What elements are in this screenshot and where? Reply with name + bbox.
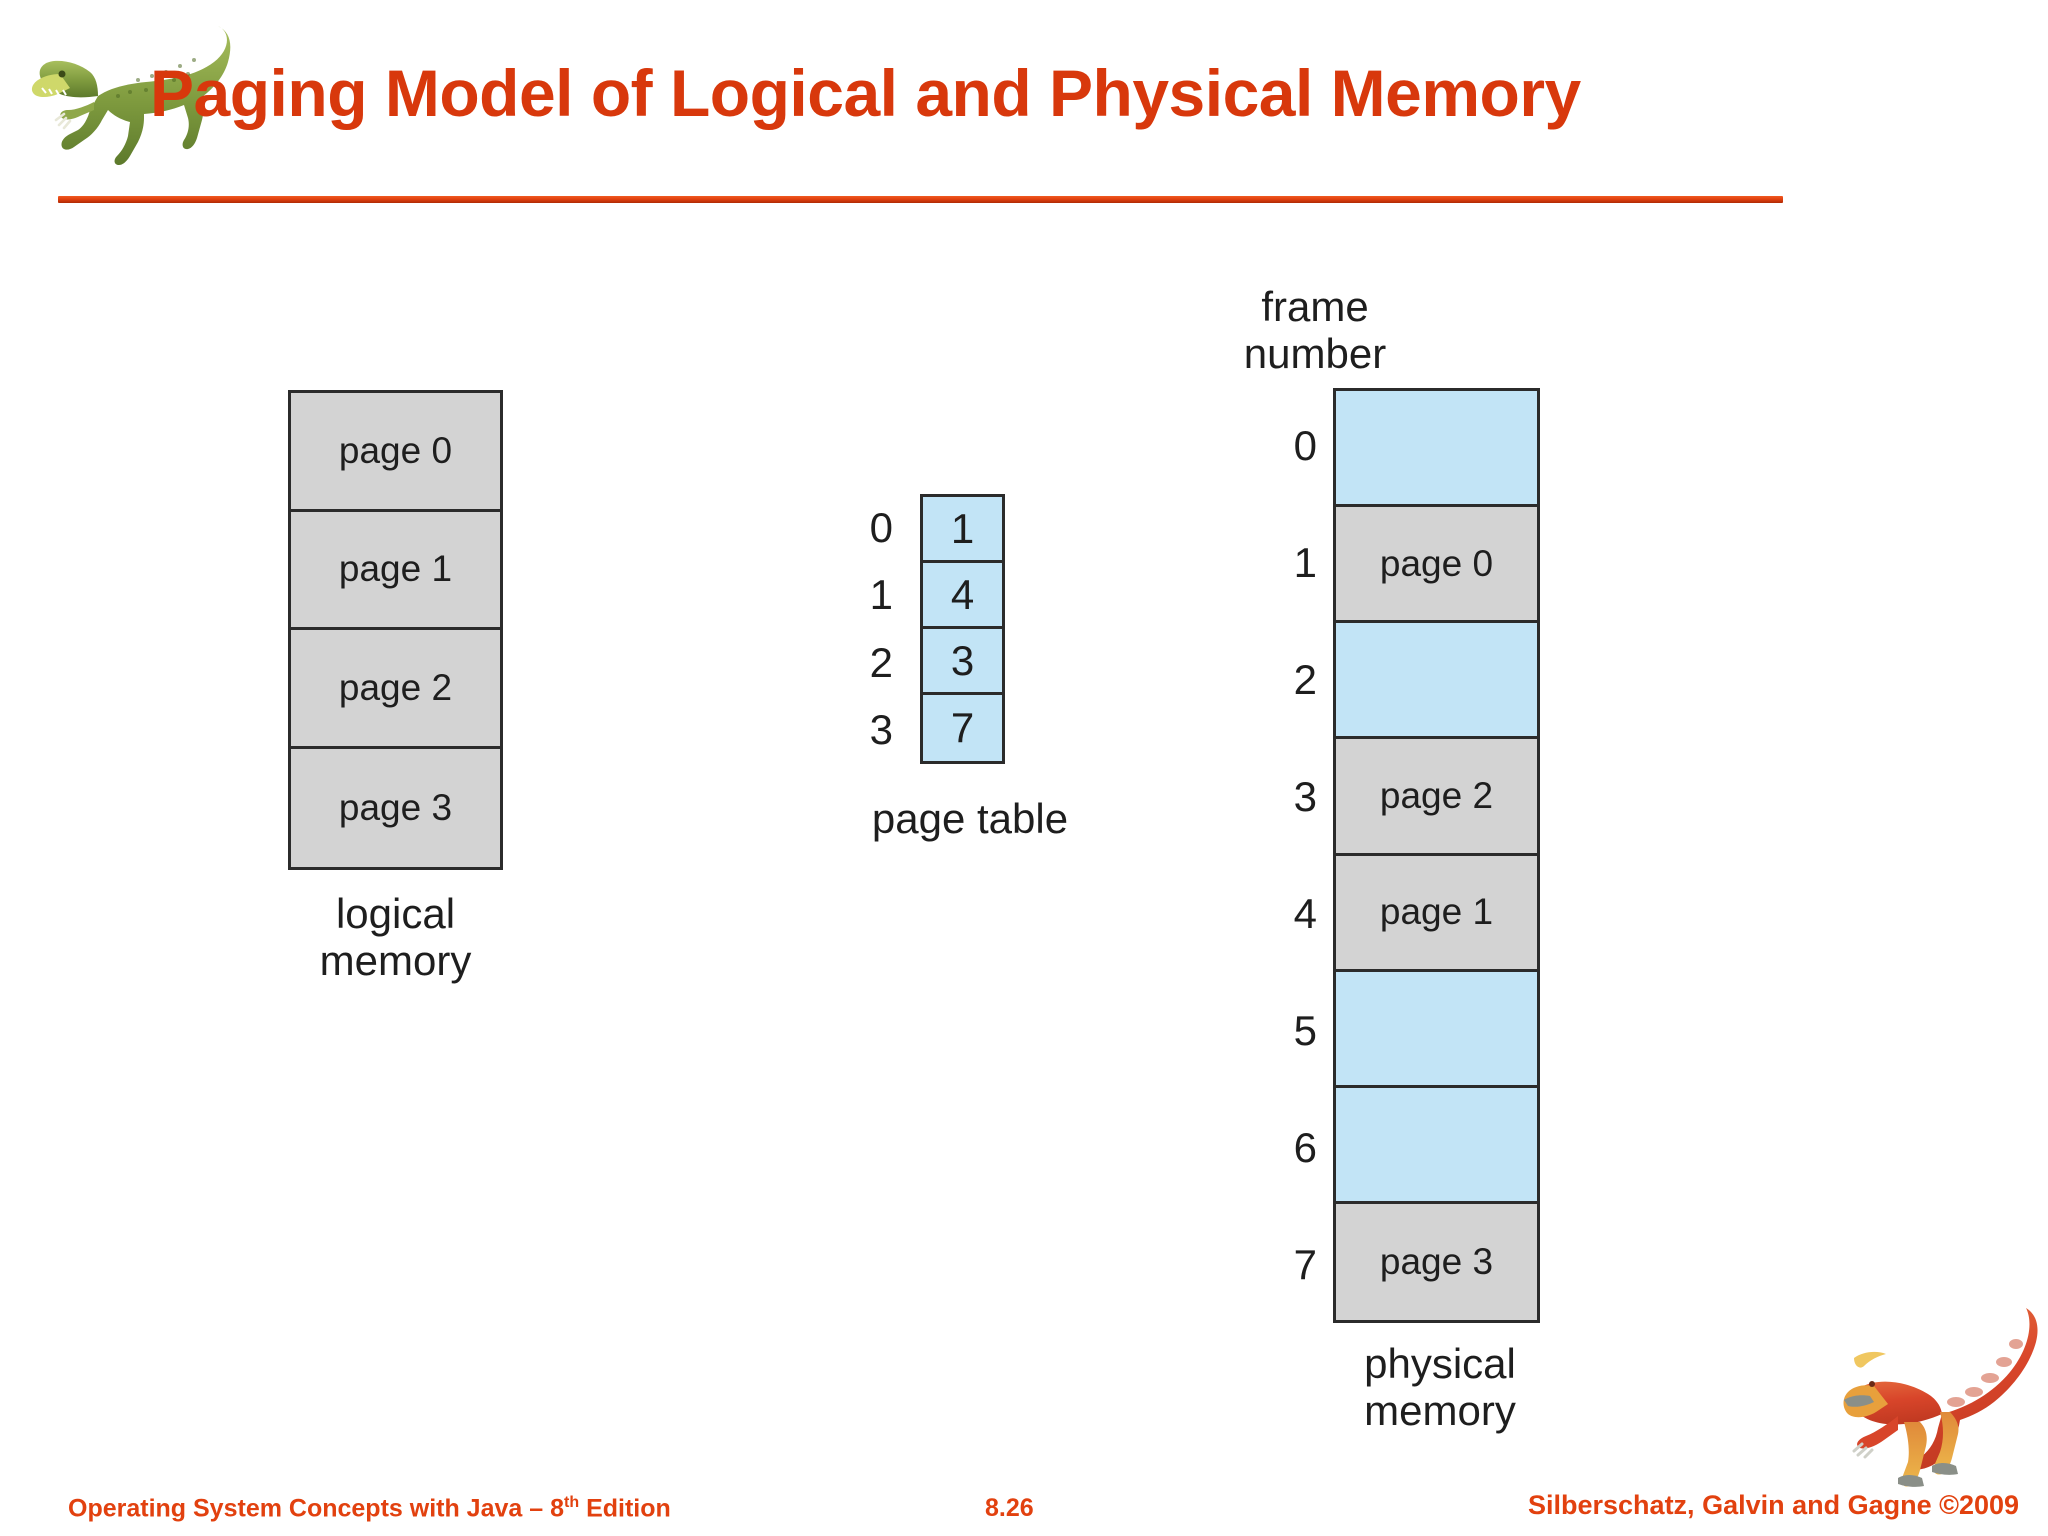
logical-memory-label-line1: logical xyxy=(335,890,456,937)
page-table-entry: 3 xyxy=(923,629,1002,695)
frame-index: 4 xyxy=(1293,889,1317,937)
footer-course-suffix: Edition xyxy=(579,1494,671,1523)
page-table-entry: 4 xyxy=(923,563,1002,629)
frame-index: 7 xyxy=(1293,1240,1317,1288)
frame-number-header-line2: number xyxy=(1243,330,1387,378)
page-table-index: 3 xyxy=(869,706,893,754)
physical-memory-label-line2: memory xyxy=(1364,1387,1516,1435)
logical-memory-cell: page 3 xyxy=(291,748,500,867)
frame-number-header-line1: frame xyxy=(1261,283,1369,330)
logical-memory-block: page 0 page 1 page 2 page 3 xyxy=(288,390,503,870)
footer-course-sup: th xyxy=(564,1494,580,1511)
frame-number-header: frame number xyxy=(1190,283,1440,377)
physical-memory-block: page 0 page 2 page 1 page 3 xyxy=(1333,388,1540,1323)
logical-memory-label: logical memory xyxy=(288,890,503,984)
frame-index: 1 xyxy=(1293,539,1317,587)
frame-index-column: 0 1 2 3 4 5 6 7 xyxy=(1255,388,1317,1323)
page-table-index-column: 0 1 2 3 xyxy=(845,494,903,764)
page-table-entry: 7 xyxy=(923,695,1002,761)
logical-memory-cell: page 0 xyxy=(291,393,500,512)
dinosaur-icon xyxy=(1843,1308,2038,1487)
physical-memory-label-line1: physical xyxy=(1364,1340,1516,1387)
physical-memory-frame xyxy=(1336,623,1537,740)
page-table-index: 1 xyxy=(869,571,893,619)
physical-memory-label: physical memory xyxy=(1310,1340,1570,1434)
page-table-index: 0 xyxy=(869,503,893,551)
logical-memory-cell: page 2 xyxy=(291,630,500,749)
frame-index: 2 xyxy=(1293,656,1317,704)
logical-memory-label-line2: memory xyxy=(319,937,472,985)
footer-course-dash: – 8 xyxy=(529,1494,565,1523)
page-table-label: page table xyxy=(871,795,1069,842)
dinosaur-icon xyxy=(31,26,231,165)
footer-course-title: Operating System Concepts with Java – 8t… xyxy=(68,1494,671,1523)
title-divider xyxy=(58,196,1783,203)
footer-page-number: 8.26 xyxy=(985,1494,1034,1522)
physical-memory-frame xyxy=(1336,391,1537,508)
physical-memory-frame: page 0 xyxy=(1336,507,1537,624)
page-table-entries: 1 4 3 7 xyxy=(920,494,1005,764)
frame-index: 6 xyxy=(1293,1123,1317,1171)
physical-memory-frame: page 2 xyxy=(1336,739,1537,856)
physical-memory-frame: page 3 xyxy=(1336,1203,1537,1320)
frame-index: 3 xyxy=(1293,773,1317,821)
page-title: Paging Model of Logical and Physical Mem… xyxy=(150,56,1581,130)
footer-copyright: Silberschatz, Galvin and Gagne ©2009 xyxy=(1528,1490,2020,1520)
logical-memory-cell: page 1 xyxy=(291,511,500,630)
physical-memory-frame xyxy=(1336,1087,1537,1204)
page-table: 0 1 2 3 1 4 3 7 xyxy=(845,494,1095,764)
frame-index: 5 xyxy=(1293,1006,1317,1054)
page-table-index: 2 xyxy=(869,638,893,686)
physical-memory-frame: page 1 xyxy=(1336,855,1537,972)
physical-memory-frame xyxy=(1336,971,1537,1088)
frame-index: 0 xyxy=(1293,422,1317,470)
footer-course-prefix: Operating System Concepts with Java xyxy=(68,1494,530,1523)
page-table-entry: 1 xyxy=(923,497,1002,563)
